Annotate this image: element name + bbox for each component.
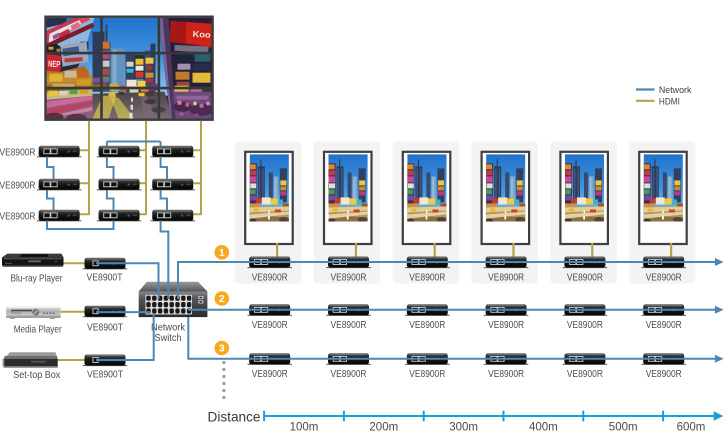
svg-text:3: 3 xyxy=(219,343,225,355)
svg-text:1: 1 xyxy=(219,247,225,259)
svg-text:Distance: Distance xyxy=(208,409,261,425)
svg-text:2: 2 xyxy=(219,293,225,305)
svg-text:600m: 600m xyxy=(677,421,706,433)
svg-text:400m: 400m xyxy=(529,421,558,433)
svg-text:200m: 200m xyxy=(369,421,398,433)
svg-text:VE8900T: VE8900T xyxy=(87,322,123,333)
svg-text:Media Player: Media Player xyxy=(14,324,63,335)
svg-text:VE8900R: VE8900R xyxy=(0,212,36,223)
svg-text:100m: 100m xyxy=(290,421,319,433)
svg-text:300m: 300m xyxy=(449,421,478,433)
svg-text:Switch: Switch xyxy=(155,333,182,344)
svg-text:HDMI: HDMI xyxy=(659,96,680,107)
svg-text:Set-top Box: Set-top Box xyxy=(13,370,60,381)
svg-text:Blu-ray Player: Blu-ray Player xyxy=(11,273,64,284)
svg-text:Network: Network xyxy=(151,323,186,334)
svg-text:VE8900R: VE8900R xyxy=(0,147,36,158)
svg-text:VE8900T: VE8900T xyxy=(87,369,123,380)
svg-text:Network: Network xyxy=(659,85,692,96)
svg-text:VE8900T: VE8900T xyxy=(87,273,123,284)
svg-text:VE8900R: VE8900R xyxy=(0,181,36,192)
svg-text:500m: 500m xyxy=(609,421,638,433)
